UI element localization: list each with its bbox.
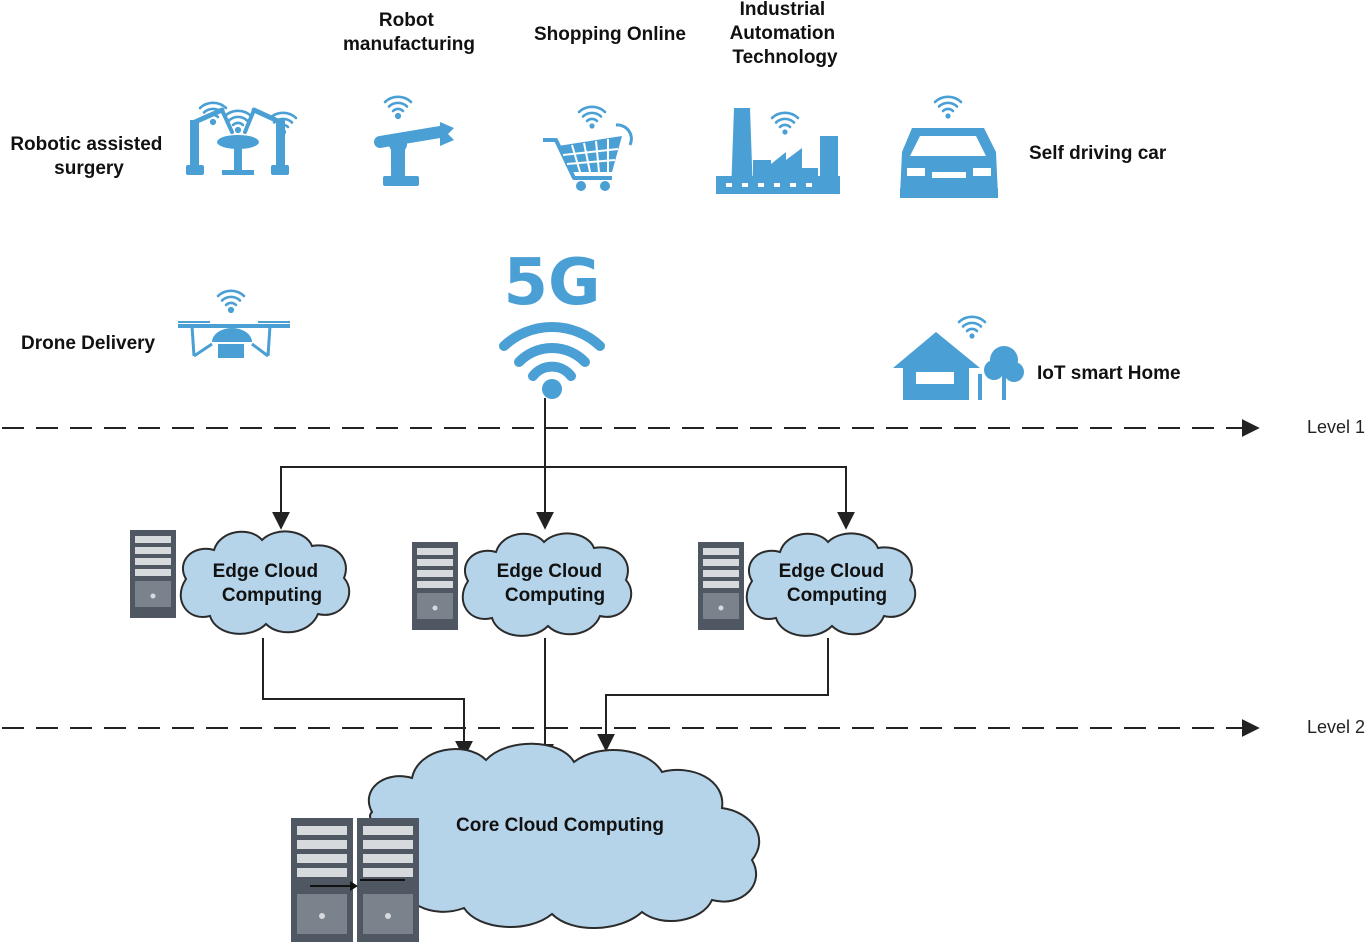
smart-home-icon: [893, 315, 1024, 400]
cloud-icon: [461, 532, 633, 637]
robot-arm-icon: [374, 95, 454, 186]
drone-icon: [178, 289, 290, 358]
server-rack-icon: [291, 818, 419, 942]
factory-icon: [716, 108, 840, 194]
shopping-cart-icon: [543, 105, 633, 191]
server-icon: [130, 530, 176, 618]
level-1-label: Level 1: [1307, 417, 1365, 437]
iot-smart-home-label: IoT smart Home: [1037, 363, 1181, 384]
5g-label: 5G: [503, 246, 600, 320]
connector-5g-to-edges: [272, 398, 855, 530]
industrial-automation-label: Industrial Automation Technology: [730, 0, 841, 68]
level-2-label: Level 2: [1307, 717, 1365, 737]
shopping-online-label: Shopping Online: [534, 24, 686, 45]
core-cloud-label: Core Cloud Computing: [456, 815, 664, 836]
edge-node-3: Edge Cloud Computing: [698, 532, 917, 637]
core-cloud-node: Core Cloud Computing: [291, 742, 761, 942]
self-driving-car-label: Self driving car: [1029, 143, 1167, 164]
edge-node-2-label: Edge Cloud Computing: [497, 561, 608, 606]
edge-node-2: Edge Cloud Computing: [412, 532, 633, 637]
surgery-label: Robotic assisted surgery: [10, 134, 167, 179]
cloud-icon: [179, 530, 351, 635]
cloud-icon: [745, 532, 917, 637]
server-icon: [412, 542, 458, 630]
edge-node-1-label: Edge Cloud Computing: [213, 561, 324, 606]
edge-node-1: Edge Cloud Computing: [130, 530, 351, 635]
edge-node-3-label: Edge Cloud Computing: [779, 561, 890, 606]
robot-manufacturing-label: Robot manufacturing: [343, 10, 475, 55]
surgery-robot-icon: [186, 101, 298, 175]
drone-delivery-label: Drone Delivery: [21, 333, 156, 354]
connector-edges-to-core: [262, 638, 829, 762]
car-icon: [900, 95, 998, 198]
5g-signal-icon: 5G: [499, 246, 605, 399]
server-icon: [698, 542, 744, 630]
